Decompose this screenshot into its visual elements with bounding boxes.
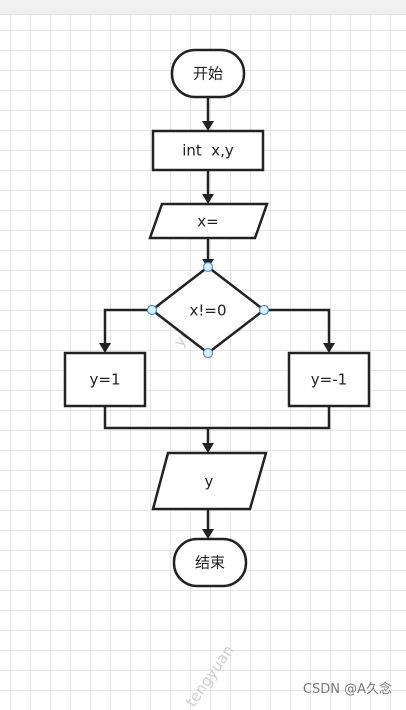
condition-node[interactable]: x!=0 xyxy=(149,265,267,355)
input-node-label: x= xyxy=(197,213,218,231)
selection-handle-top[interactable] xyxy=(202,261,214,273)
declare-node-label: int x,y xyxy=(182,142,234,160)
true-branch-label: y=1 xyxy=(90,371,121,389)
selection-handle-left[interactable] xyxy=(146,304,158,316)
declare-node[interactable]: int x,y xyxy=(151,129,265,172)
edge-condition-true[interactable] xyxy=(103,308,152,344)
top-toolbar-strip xyxy=(0,0,406,15)
output-node[interactable]: y xyxy=(151,451,268,511)
arrowhead xyxy=(202,121,214,131)
arrowhead xyxy=(202,529,214,539)
edge-merge[interactable] xyxy=(103,406,331,430)
end-node-label: 结束 xyxy=(195,554,225,572)
arrowhead xyxy=(202,443,214,453)
true-branch-node[interactable]: y=1 xyxy=(63,351,147,408)
input-node[interactable]: x= xyxy=(148,202,269,240)
arrowhead xyxy=(202,194,214,204)
selection-handle-bottom[interactable] xyxy=(202,347,214,359)
condition-node-label: x!=0 xyxy=(189,302,226,320)
start-node-label: 开始 xyxy=(193,65,223,83)
output-node-label: y xyxy=(205,473,214,491)
false-branch-label: y=-1 xyxy=(311,371,347,389)
false-branch-node[interactable]: y=-1 xyxy=(287,351,371,408)
end-node[interactable]: 结束 xyxy=(172,537,248,588)
arrowhead xyxy=(99,343,111,353)
start-node[interactable]: 开始 xyxy=(170,48,246,99)
edge-condition-false[interactable] xyxy=(264,308,331,344)
arrowhead xyxy=(323,343,335,353)
csdn-credit: CSDN @A久念 xyxy=(302,682,392,697)
selection-handle-right[interactable] xyxy=(258,304,270,316)
